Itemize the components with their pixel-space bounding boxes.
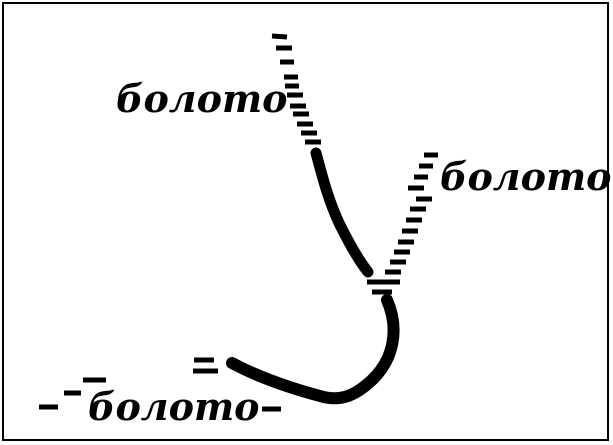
swamp-hatch-northeast (367, 152, 438, 295)
swamp-label-southwest: болото (88, 384, 260, 429)
swamp-hatch-southwest (39, 357, 281, 412)
river-upper-segment (310, 147, 374, 278)
river-lower-segment (226, 294, 400, 405)
swamp-label-northeast: болото (440, 154, 612, 199)
swamp-hatch-northwest (271, 33, 321, 145)
swamp-label-northwest: болото (116, 76, 288, 121)
map-frame (2, 2, 609, 441)
